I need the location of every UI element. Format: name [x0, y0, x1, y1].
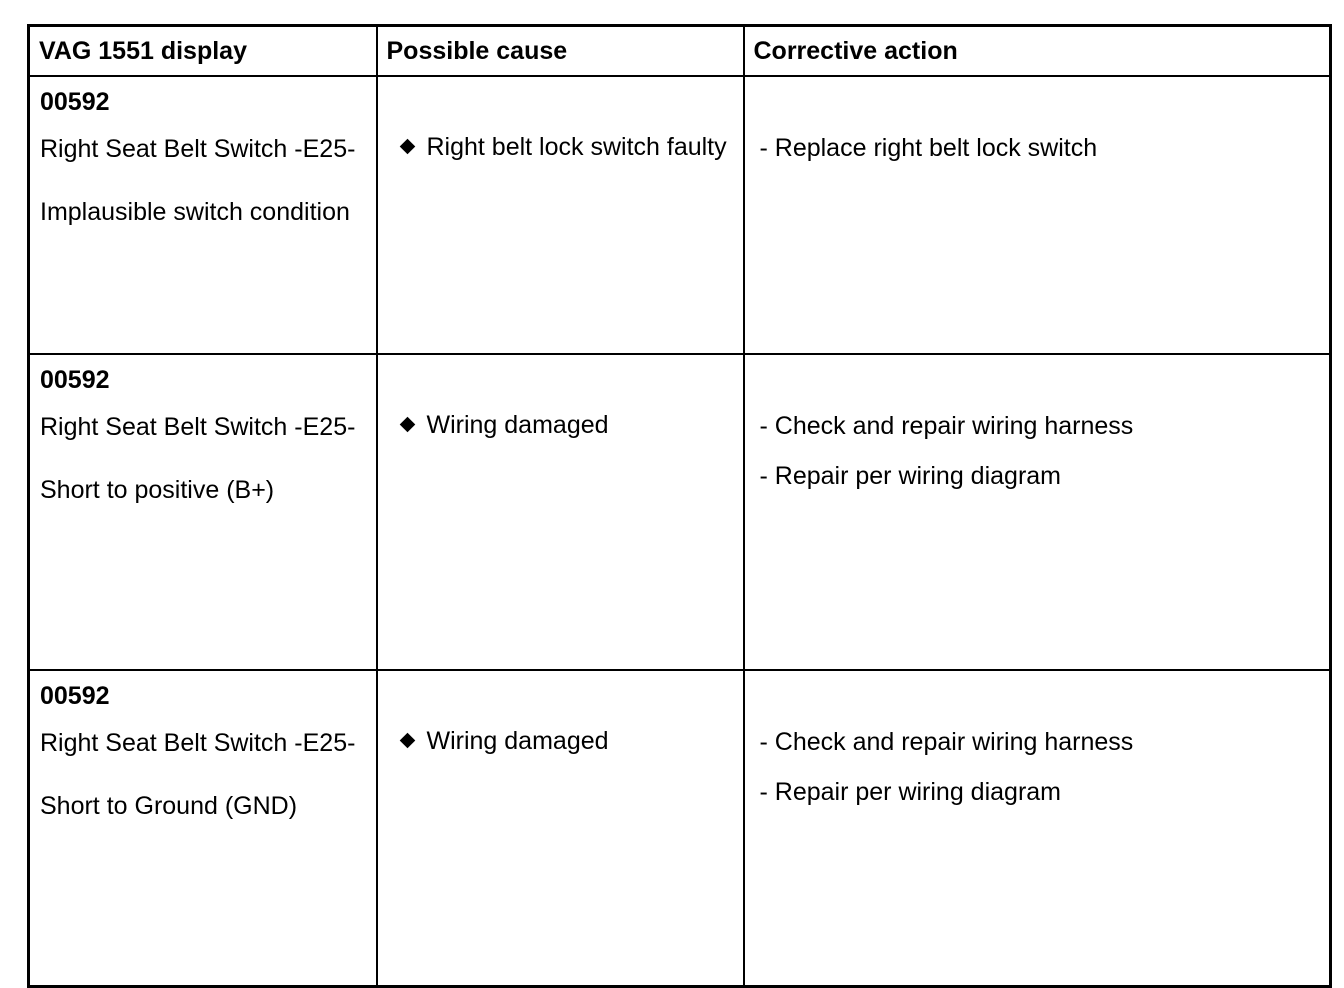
display-cell: 00592 Right Seat Belt Switch -E25- Short…: [27, 669, 378, 988]
cause-item: Right belt lock switch faulty: [399, 132, 733, 163]
cause-text: Right belt lock switch faulty: [426, 133, 727, 161]
cause-item: Wiring damaged: [399, 726, 733, 757]
header-cause: Possible cause: [375, 24, 745, 77]
fault-condition: Short to Ground (GND): [40, 792, 298, 820]
fault-condition: Short to positive (B+): [40, 476, 275, 504]
component-name: Right Seat Belt Switch -E25-: [40, 135, 356, 163]
action-cell: - Check and repair wiring harness - Repa…: [742, 353, 1332, 671]
table-row: 00592 Right Seat Belt Switch -E25- Impla…: [27, 75, 1332, 355]
fault-table: VAG 1551 display Possible cause Correcti…: [27, 24, 1332, 988]
fault-condition: Implausible switch condition: [40, 198, 350, 226]
table-row: 00592 Right Seat Belt Switch -E25- Short…: [27, 669, 1332, 988]
cause-cell: Wiring damaged: [375, 669, 745, 988]
header-action: Corrective action: [742, 24, 1332, 77]
fault-code: 00592: [40, 88, 110, 116]
cause-cell: Right belt lock switch faulty: [375, 75, 745, 355]
diamond-bullet-icon: [399, 732, 415, 749]
component-name: Right Seat Belt Switch -E25-: [40, 413, 356, 441]
action-cell: - Replace right belt lock switch: [742, 75, 1332, 355]
action-cell: - Check and repair wiring harness - Repa…: [742, 669, 1332, 988]
display-cell: 00592 Right Seat Belt Switch -E25- Short…: [27, 353, 378, 671]
header-display: VAG 1551 display: [27, 24, 378, 77]
action-item: - Check and repair wiring harness: [759, 412, 1134, 440]
header-row: VAG 1551 display Possible cause Correcti…: [27, 24, 1332, 77]
diamond-bullet-icon: [399, 138, 415, 155]
action-item: - Repair per wiring diagram: [759, 462, 1062, 490]
fault-code: 00592: [40, 366, 110, 394]
table-row: 00592 Right Seat Belt Switch -E25- Short…: [27, 353, 1332, 671]
diamond-bullet-icon: [399, 416, 415, 433]
cause-text: Wiring damaged: [426, 727, 609, 755]
component-name: Right Seat Belt Switch -E25-: [40, 729, 356, 757]
cause-cell: Wiring damaged: [375, 353, 745, 671]
cause-item: Wiring damaged: [399, 410, 733, 441]
fault-code: 00592: [40, 682, 110, 710]
action-item: - Replace right belt lock switch: [759, 134, 1098, 162]
cause-text: Wiring damaged: [426, 411, 609, 439]
action-item: - Repair per wiring diagram: [759, 778, 1062, 806]
action-item: - Check and repair wiring harness: [759, 728, 1134, 756]
display-cell: 00592 Right Seat Belt Switch -E25- Impla…: [27, 75, 378, 355]
